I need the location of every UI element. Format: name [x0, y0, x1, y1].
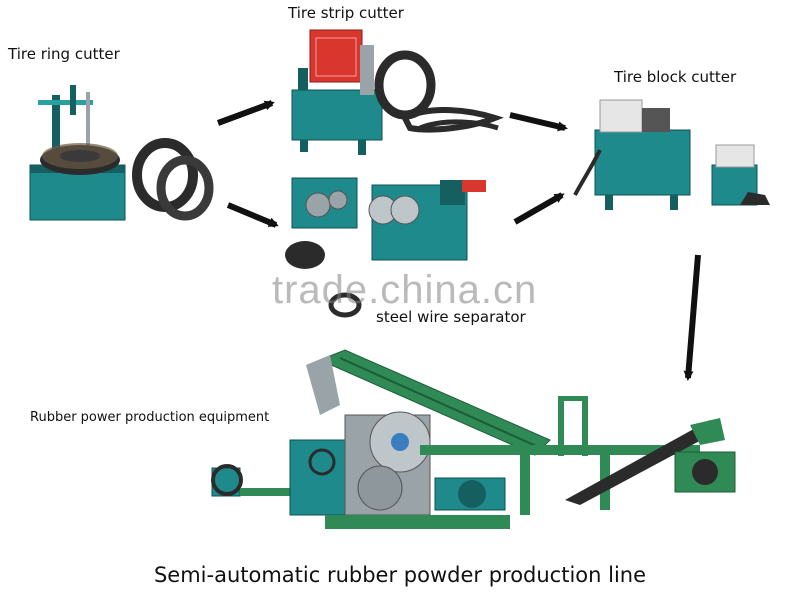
- arrow-strip-to-block: [509, 112, 568, 132]
- tire-strip-cutter-machine: [291, 29, 436, 155]
- small-block-cutter-machine: [711, 144, 770, 206]
- arrow-ring-to-separator: [226, 202, 279, 228]
- diagram-caption: Semi-automatic rubber powder production …: [153, 563, 647, 587]
- label-rubber-power-equipment: Rubber power production equipment: [30, 410, 270, 425]
- label-tire-ring-cutter: Tire ring cutter: [8, 45, 120, 63]
- tire-ring-cutter-machine: [29, 85, 126, 221]
- steel-wire-separator-machine: [285, 177, 486, 318]
- arrow-separator-to-block: [513, 192, 565, 225]
- label-tire-block-cutter: Tire block cutter: [614, 68, 737, 86]
- rubber-strips-icon: [400, 107, 504, 133]
- tire-block-cutter-machine: [573, 99, 691, 210]
- label-tire-strip-cutter: Tire strip cutter: [288, 4, 404, 22]
- flow-arrows: [216, 100, 701, 381]
- arrow-block-to-powder: [683, 254, 701, 381]
- arrow-ring-to-strip: [216, 100, 275, 126]
- rubber-powder-equipment: [211, 349, 736, 529]
- watermark: trade.china.cn: [272, 268, 538, 312]
- tire-rings-icon: [132, 138, 214, 221]
- label-steel-wire-separator: steel wire separator: [376, 308, 526, 326]
